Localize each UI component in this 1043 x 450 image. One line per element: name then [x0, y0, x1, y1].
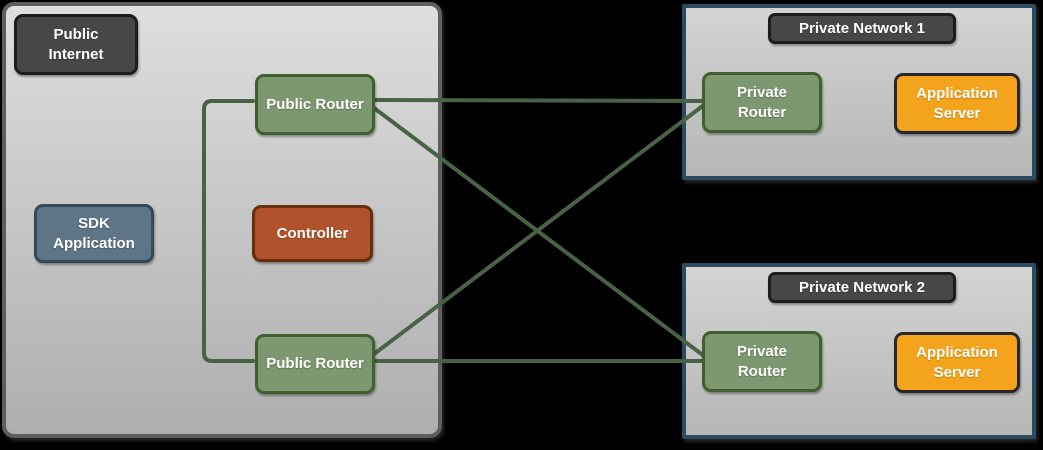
controller-node: Controller: [252, 205, 373, 262]
public-router-top-node: Public Router: [255, 74, 375, 135]
application-server-1-node: Application Server: [894, 73, 1020, 134]
private-network-2-zone: Private Network 2 Private Router Applica…: [682, 263, 1036, 439]
public-internet-zone: Public Internet Public Router SDK Applic…: [2, 2, 442, 438]
sdk-application-node: SDK Application: [34, 204, 154, 263]
private-router-1-node: Private Router: [702, 72, 822, 133]
public-internet-label: Public Internet: [14, 14, 138, 75]
application-server-2-node: Application Server: [894, 332, 1020, 393]
private-router-2-node: Private Router: [702, 331, 822, 392]
private-network-2-title: Private Network 2: [768, 272, 956, 303]
private-network-1-title: Private Network 1: [768, 13, 956, 44]
private-network-1-zone: Private Network 1 Private Router Applica…: [682, 4, 1036, 180]
public-router-bottom-node: Public Router: [255, 334, 375, 394]
